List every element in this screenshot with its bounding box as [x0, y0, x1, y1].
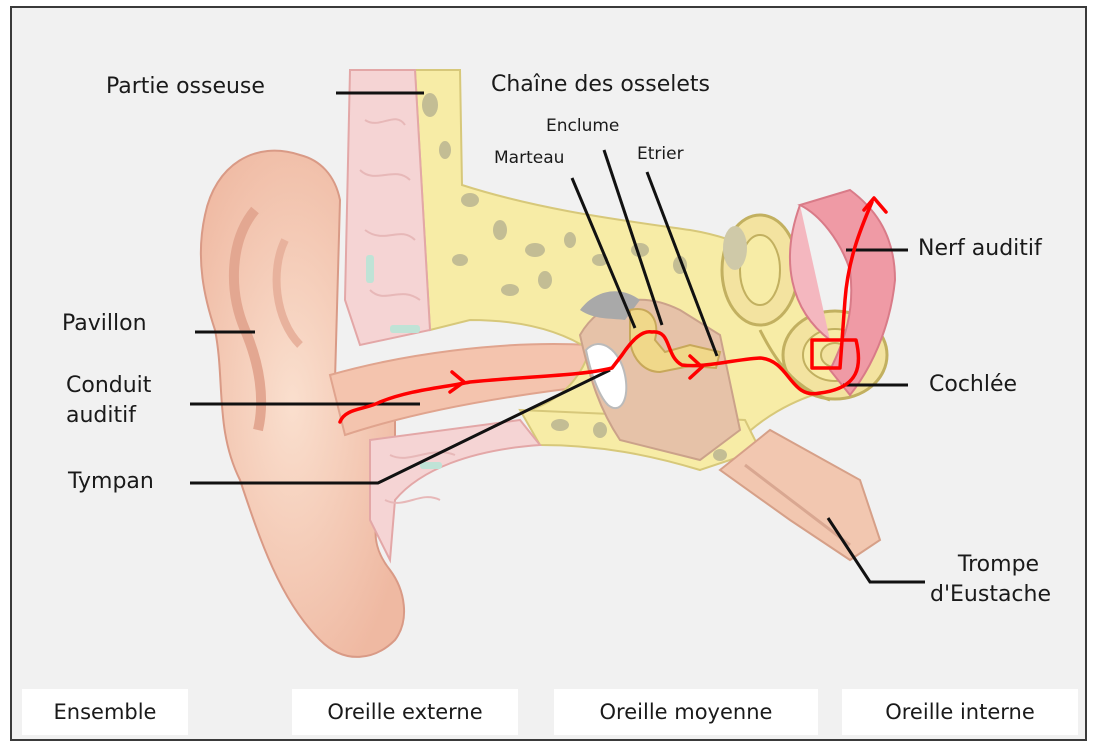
label-etrier: Etrier — [637, 143, 684, 166]
tab-oreille-moyenne[interactable]: Oreille moyenne — [554, 689, 818, 735]
label-conduit-auditif: Conduit auditif — [66, 371, 151, 430]
label-partie-osseuse: Partie osseuse — [106, 72, 265, 102]
label-marteau: Marteau — [494, 147, 564, 170]
label-enclume: Enclume — [546, 115, 619, 138]
label-pavillon: Pavillon — [62, 309, 147, 339]
label-trompe-eustache: Trompe d'Eustache — [930, 550, 1051, 609]
tab-oreille-externe[interactable]: Oreille externe — [292, 689, 518, 735]
label-chaine-osselets: Chaîne des osselets — [491, 70, 710, 100]
pink-bone-tissue — [345, 70, 430, 345]
label-trompe-line1: Trompe — [930, 550, 1051, 580]
label-conduit-line2: auditif — [66, 401, 151, 431]
tab-ensemble[interactable]: Ensemble — [22, 689, 188, 735]
label-nerf-auditif: Nerf auditif — [918, 234, 1042, 264]
label-conduit-line1: Conduit — [66, 371, 151, 401]
tab-oreille-interne[interactable]: Oreille interne — [842, 689, 1078, 735]
label-tympan: Tympan — [68, 467, 154, 497]
label-trompe-line2: d'Eustache — [930, 580, 1051, 610]
label-cochlee: Cochlée — [929, 370, 1017, 400]
